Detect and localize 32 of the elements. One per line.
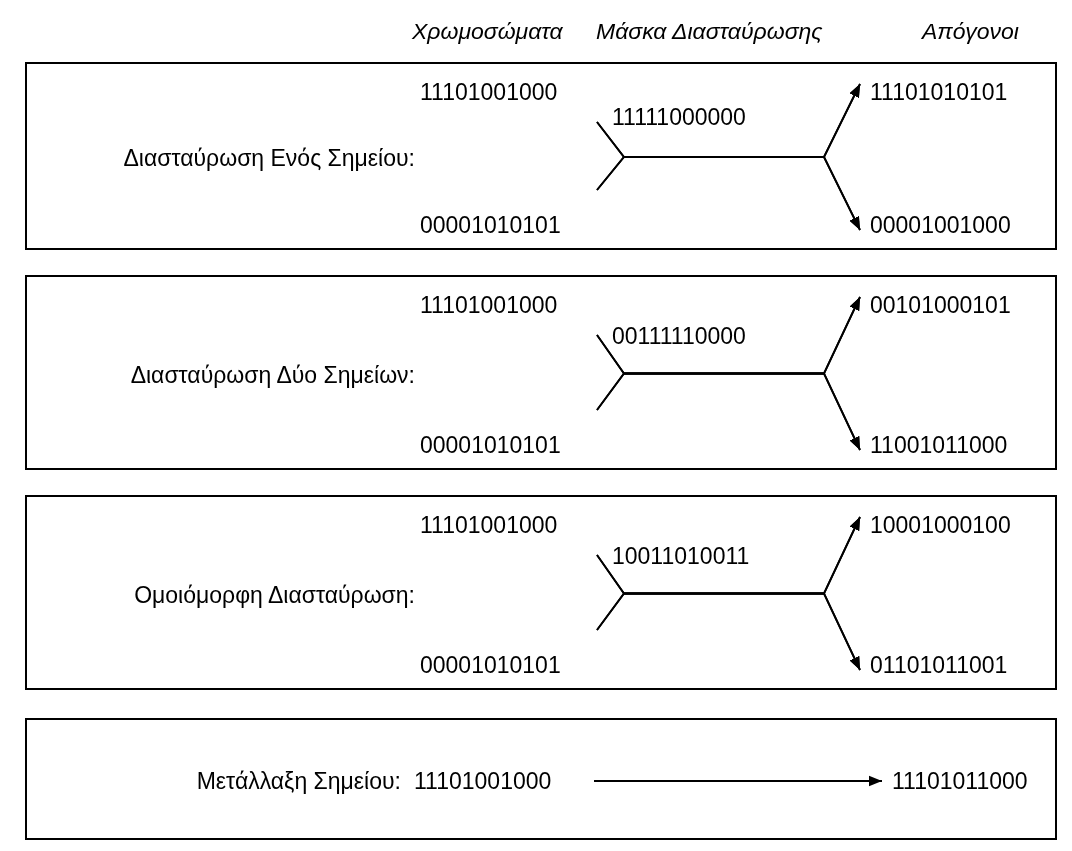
bit-string: 11001011000 (870, 432, 1008, 458)
bit-string: 11101001000 (420, 512, 558, 538)
method-name: Μετάλλαξη Σημείου: (196, 768, 401, 794)
bit-string: 11101001000 (414, 768, 552, 794)
bit-string: 11101011000 (892, 768, 1028, 794)
bit-string: 00001001000 (870, 212, 1011, 238)
bit-string: 10001000100 (870, 512, 1011, 538)
method-panel (25, 495, 1057, 690)
bit-string: 00001010101 (420, 212, 561, 238)
column-header: Μάσκα Διασταύρωσης (596, 18, 823, 44)
method-name: Διασταύρωση Δύο Σημείων: (130, 361, 415, 388)
crossover-mask: 00111110000 (612, 323, 746, 349)
bit-string: 11101001000 (420, 292, 558, 318)
bit-string: 00001010101 (420, 652, 561, 678)
arrow (596, 372, 861, 451)
arrow (596, 592, 861, 671)
bit-string: 01101011001 (870, 652, 1008, 678)
method-name: Ομοιόμορφη Διασταύρωση: (134, 581, 415, 608)
method-name: Διασταύρωση Ενός Σημείου: (123, 145, 415, 171)
arrow (596, 156, 861, 231)
bit-string: 11101001000 (420, 79, 558, 105)
arrow (593, 775, 883, 787)
bit-string: 00101000101 (870, 292, 1011, 318)
column-header: Χρωμοσώματα (412, 18, 563, 44)
method-panel (25, 275, 1057, 470)
bit-string: 11101010101 (870, 79, 1008, 105)
bit-string: 00001010101 (420, 432, 561, 458)
method-panel (25, 62, 1057, 250)
method-panel (25, 718, 1057, 840)
column-header: Απόγονοι (922, 18, 1019, 44)
crossover-mask: 10011010011 (612, 543, 750, 569)
crossover-mask: 11111000000 (612, 104, 746, 130)
